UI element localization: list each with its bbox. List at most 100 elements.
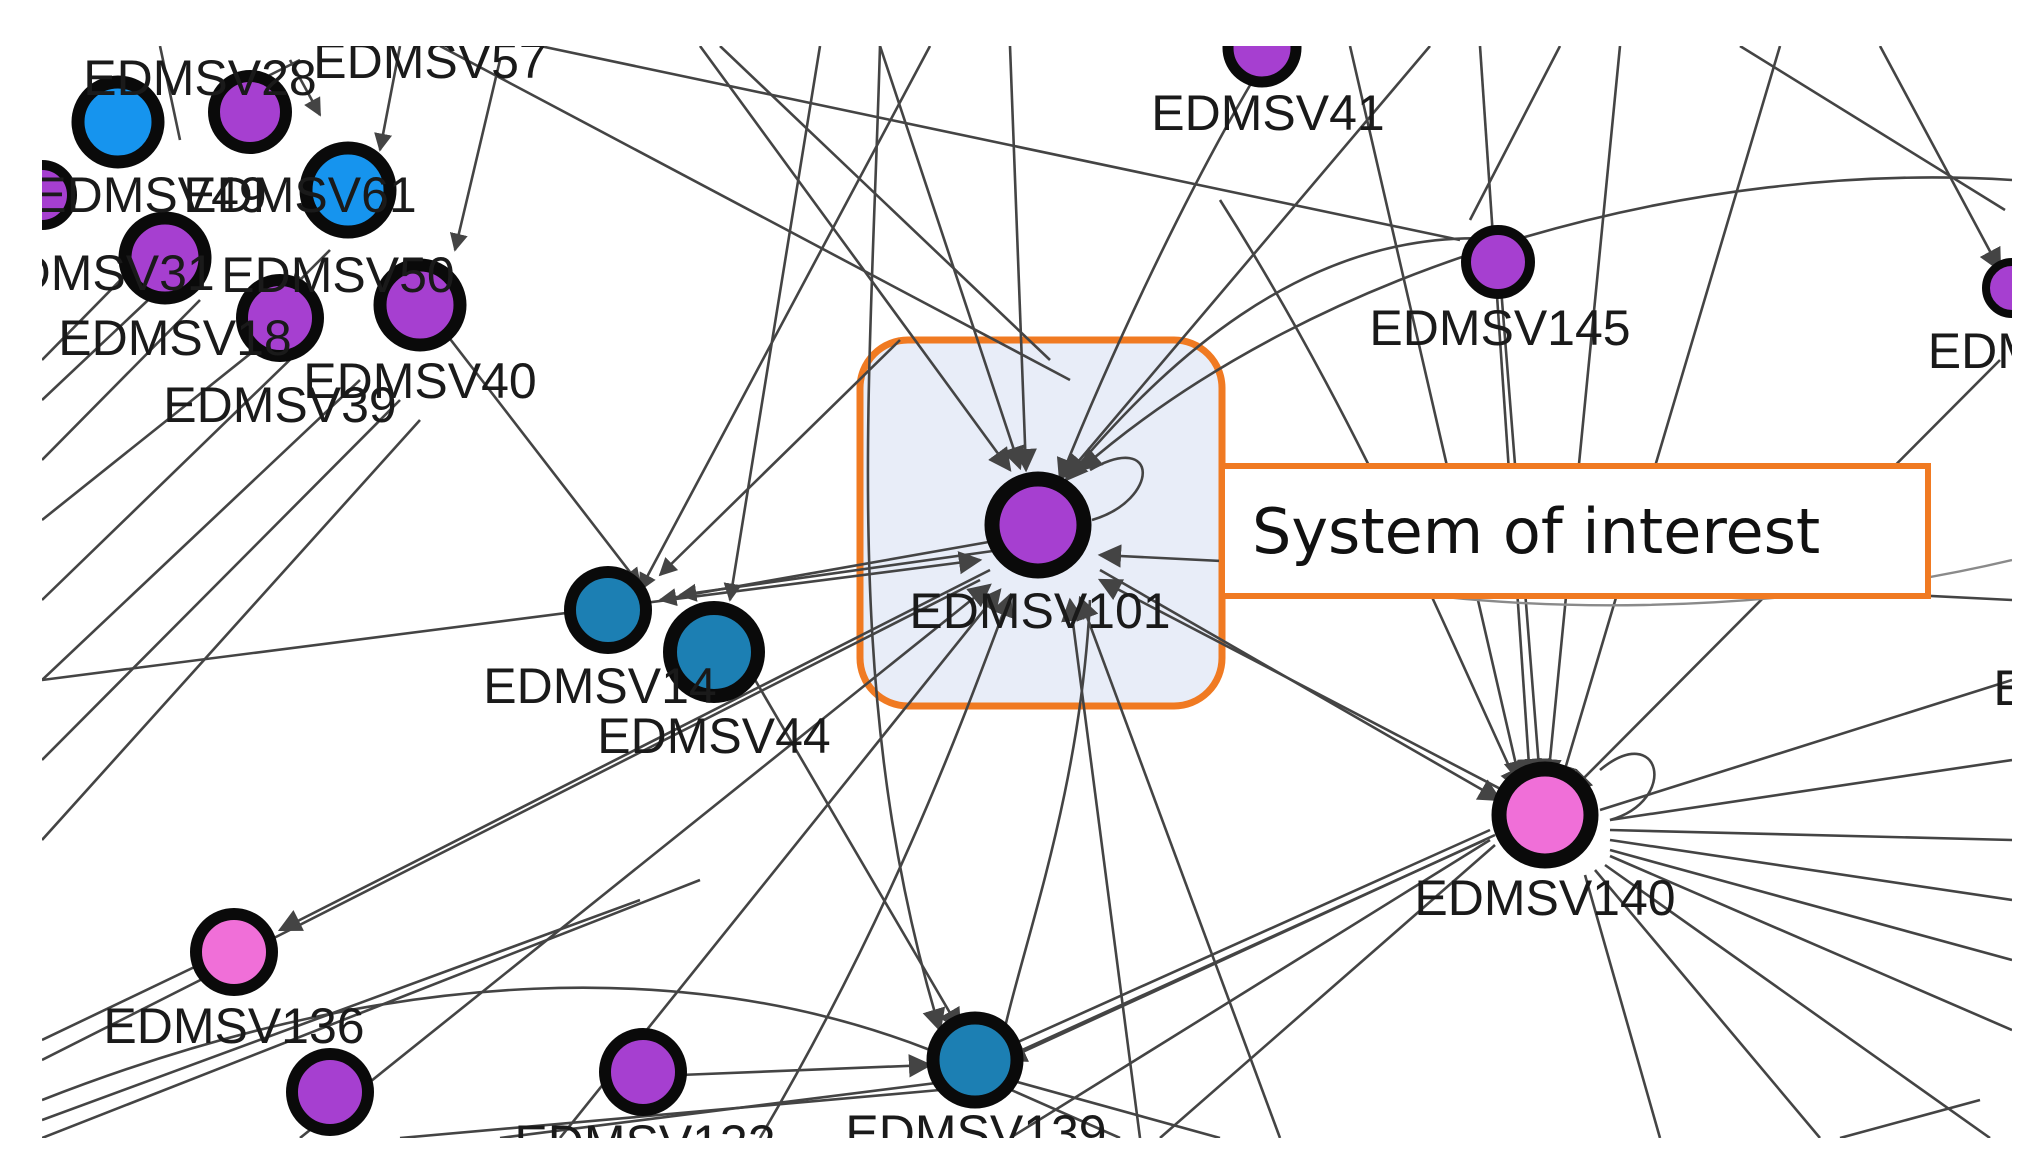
edge [1468,46,1562,221]
edge [1609,838,2012,902]
edge [1878,46,2002,273]
edge [999,828,1491,1052]
edge-layer [42,46,2012,1138]
edge [539,46,1461,242]
edge [42,878,701,1138]
edge-self-loop [1599,752,1656,822]
node-edmsv61 [299,141,397,239]
node-label-edmsv61: EDMSV61 [183,167,416,223]
edge [723,46,822,602]
node-unlabeled-18 [286,1048,374,1136]
edge [1604,863,1991,1138]
edge [1609,854,2012,1032]
edge [42,419,421,841]
node-label-edmsv57: EDMSV57 [313,33,546,89]
node-label-edmsv31: EDMSV31 [0,245,215,301]
node-label-edmsv132: EDMSV132 [514,1115,775,1166]
edge [42,399,401,761]
node-label-edmsv101: EDMSV101 [909,583,1170,639]
edge [1099,568,1503,802]
edge [1583,874,1662,1138]
node-edmsv18 [236,274,324,362]
node-label-edmsv145: EDMSV145 [1369,300,1630,356]
edge [42,898,641,1122]
edge [277,568,991,932]
edge [399,1088,941,1138]
edge [1061,597,1142,1138]
edge [42,551,983,682]
node-label-edmsv49: EDMSV49 [33,167,266,223]
edge [374,46,402,152]
edge [1609,758,2012,822]
node-edmsv140 [1491,761,1599,869]
edge [1538,46,1622,783]
edge [758,592,1014,1138]
node-edmsv14 [564,566,652,654]
edge [1056,59,1267,483]
node-edms [1982,258,2012,318]
edge [42,299,201,461]
edge [1008,46,1037,473]
edge [679,1054,933,1078]
edge [288,59,322,117]
edge [42,349,301,601]
edge [658,538,1001,607]
node-label-edmsv18: EDMSV18 [58,310,291,366]
edge [158,46,182,141]
node-label-edmsv40: EDMSV40 [303,353,536,409]
node-label-edms: EDMS [1928,323,2034,379]
node-edmsv145 [1461,225,1535,299]
edge [1009,1078,1221,1138]
edge [638,46,932,592]
edge [1599,678,2012,812]
node-edmsv136 [190,908,278,996]
edge [698,46,1012,472]
edge [878,46,1025,471]
edge [866,46,946,1033]
edge [269,578,981,942]
edge [998,599,1092,1051]
edge [999,1083,1121,1138]
node-edmsv139 [926,1011,1024,1109]
edge [42,328,281,522]
node-edmsv50 [373,258,467,352]
node-label-edmsv41: EDMSV41 [1151,85,1384,141]
edge [1554,46,1782,789]
edge [418,299,642,587]
node-unlabeled-2 [71,75,165,169]
edge [1348,46,1527,785]
edge [719,46,1051,361]
edge [658,339,901,577]
edge [42,986,931,1102]
node-label-e: E [1993,660,2026,716]
node-label-edmsv139: EDMSV139 [845,1105,1106,1161]
edge [1609,848,2012,962]
edge [1076,595,1282,1138]
edge [1064,46,1431,478]
node-label-edmsv39: EDMSV39 [163,377,396,433]
edge [1594,869,1821,1138]
node-label-edmsv140: EDMSV140 [1414,870,1675,926]
edge [439,46,1071,382]
node-edmsv28 [208,70,292,154]
node-edmsv44 [663,601,765,703]
node-edmsv31 [118,211,212,305]
edge [999,838,1486,1062]
edge [1009,838,1491,1138]
node-label-edmsv50: EDMSV50 [221,247,454,303]
node-layer [42,46,2012,1136]
edge [1159,844,1496,1138]
node-edmsv41 [1222,46,1302,88]
node-label-edmsv44: EDMSV44 [597,708,830,764]
edge [1478,46,1541,783]
edge [42,379,361,681]
node-edmsv49 [42,160,77,230]
callout-box [1219,463,1931,599]
edge [1839,1098,1981,1138]
callout-text: System of interest [1252,495,1820,568]
node-label-edmsv136: EDMSV136 [103,998,364,1054]
node-label-edmsv28: EDMSV28 [83,50,316,106]
